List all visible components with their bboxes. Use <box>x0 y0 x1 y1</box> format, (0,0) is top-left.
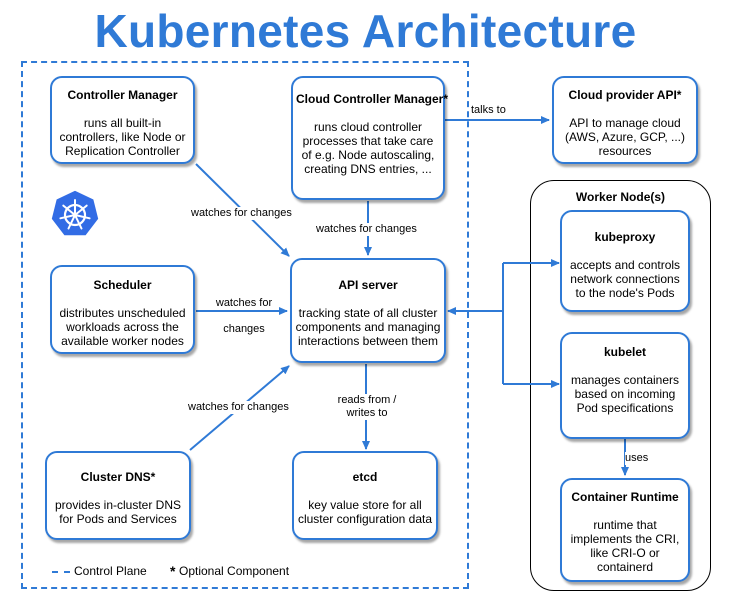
node-title: Cloud provider API* <box>568 88 682 102</box>
node-description: manages containers based on incoming Pod… <box>570 373 680 415</box>
node-title: etcd <box>352 470 378 484</box>
edge-label-scheduler-watch: watches for changes <box>215 297 273 335</box>
node-description: tracking state of all cluster components… <box>295 306 441 348</box>
edge-label-dns-watch: watches for changes <box>188 401 289 414</box>
node-title: Scheduler <box>93 278 152 292</box>
node-title: Cluster DNS* <box>80 470 156 484</box>
node-scheduler[interactable]: Scheduler distributes unscheduled worklo… <box>50 265 195 354</box>
node-description: runs cloud controller processes that tak… <box>301 120 435 176</box>
edge-label-etcd-rw: reads from / writes to <box>333 394 401 420</box>
legend-star: * <box>170 563 176 579</box>
node-cluster-dns[interactable]: Cluster DNS* provides in-cluster DNS for… <box>45 451 191 540</box>
node-description: provides in-cluster DNS for Pods and Ser… <box>54 498 182 526</box>
node-cloud-controller-manager[interactable]: Cloud Controller Manager* runs cloud con… <box>291 76 449 200</box>
node-controller-manager[interactable]: Controller Manager runs all built-in con… <box>50 76 195 164</box>
diagram-title: Kubernetes Architecture <box>94 5 637 57</box>
node-title: Container Runtime <box>571 490 679 504</box>
node-kubeproxy[interactable]: kubeproxy accepts and controls network c… <box>560 210 690 312</box>
node-title: kubelet <box>603 345 646 359</box>
node-cloud-provider-api[interactable]: Cloud provider API* API to manage cloud … <box>552 76 698 164</box>
edge-label-talks-to: talks to <box>471 104 506 117</box>
legend-control-plane: Control Plane <box>74 564 147 578</box>
node-title: kubeproxy <box>594 230 656 244</box>
node-description: runtime that implements the CRI, like CR… <box>570 518 680 574</box>
node-api-server[interactable]: API server tracking state of all cluster… <box>290 258 446 363</box>
node-kubelet[interactable]: kubelet manages containers based on inco… <box>560 332 690 439</box>
edge-label-uses: uses <box>625 452 649 465</box>
node-description: key value store for all cluster configur… <box>297 498 433 526</box>
node-description: API to manage cloud (AWS, Azure, GCP, ..… <box>564 116 686 158</box>
legend-optional: Optional Component <box>179 564 290 578</box>
node-etcd[interactable]: etcd key value store for all cluster con… <box>292 451 438 540</box>
node-title: Controller Manager <box>67 88 178 102</box>
kubernetes-helm-wheel-icon <box>50 189 100 237</box>
node-title: API server <box>338 278 398 292</box>
node-title: Cloud Controller Manager* <box>296 92 449 106</box>
node-description: runs all built-in controllers, like Node… <box>59 116 186 158</box>
edge-label-ccm-watch: watches for changes <box>316 223 417 236</box>
legend-dash-swatch <box>52 571 70 573</box>
control-plane-group <box>21 61 469 589</box>
edge-label-cm-watch: watches for changes <box>191 207 292 220</box>
node-container-runtime[interactable]: Container Runtime runtime that implement… <box>560 478 690 582</box>
node-description: distributes unscheduled workloads across… <box>59 306 186 348</box>
worker-node-group-title: Worker Node(s) <box>575 190 666 204</box>
worker-node-group <box>530 180 711 591</box>
node-description: accepts and controls network connections… <box>569 258 681 300</box>
